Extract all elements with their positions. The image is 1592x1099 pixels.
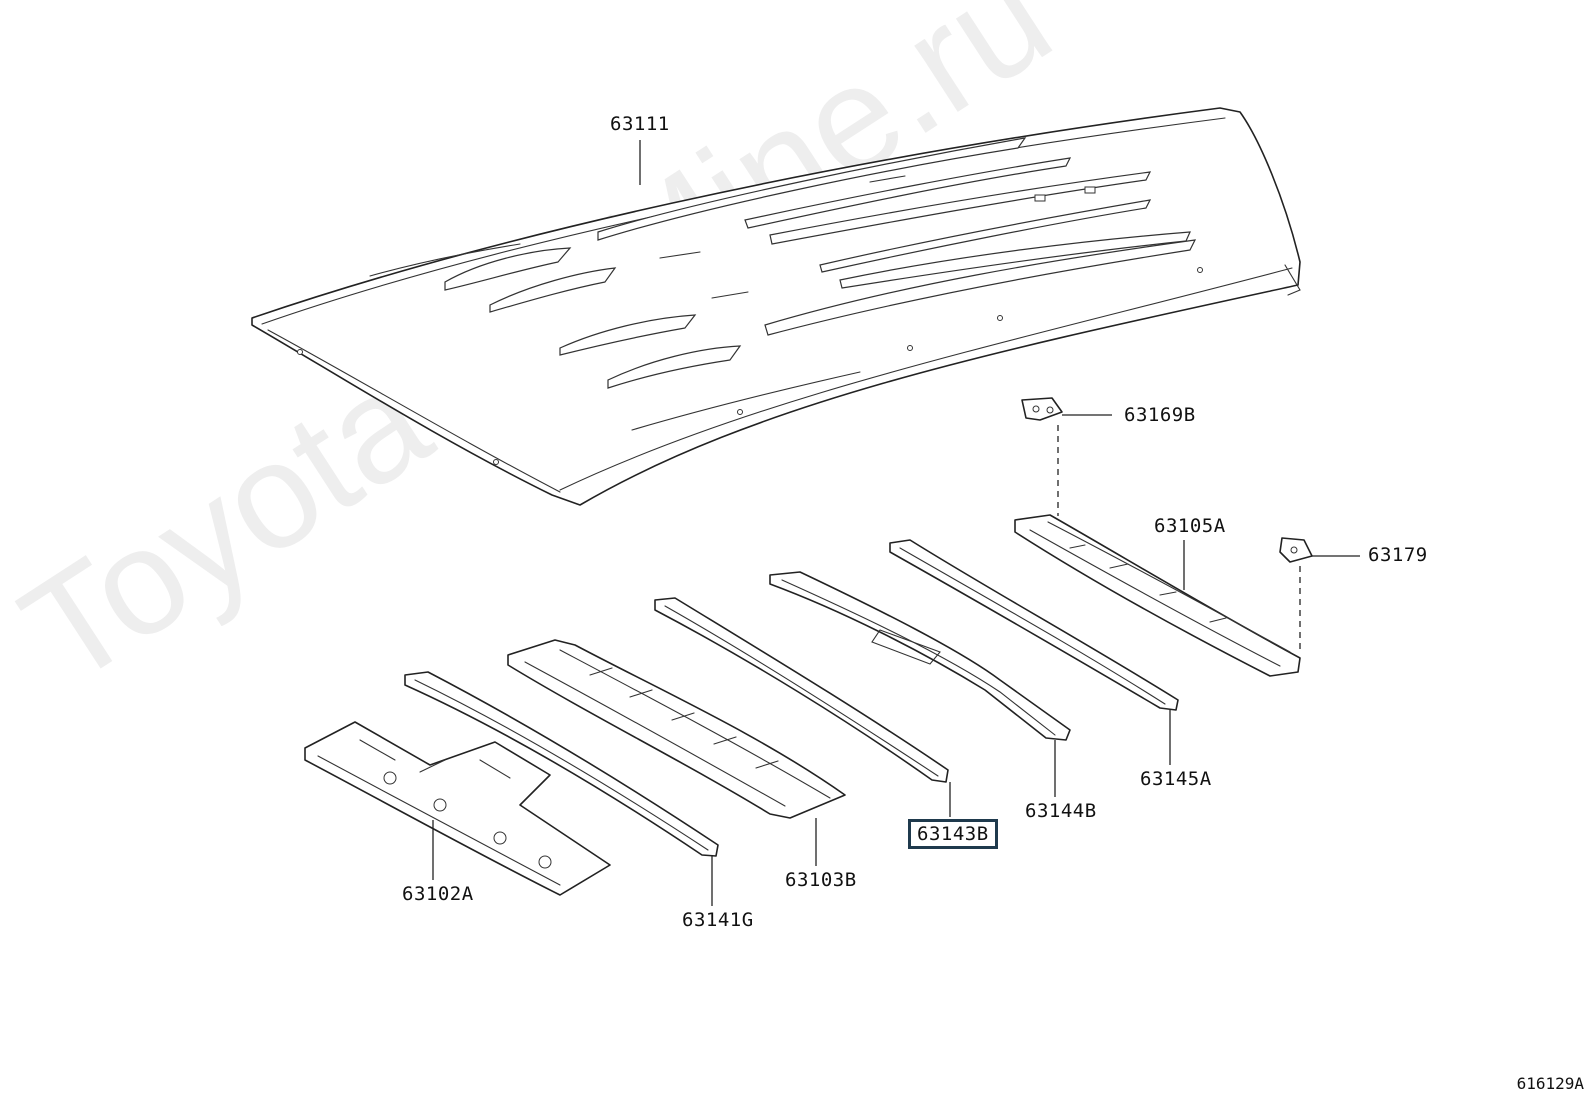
callout-roof-bow-63145a[interactable]: 63145A [1140,768,1212,790]
callout-roof-panel[interactable]: 63111 [610,113,670,135]
callout-rear-roof-header[interactable]: 63105A [1154,515,1226,537]
roof-bow-63144b-drawing[interactable] [769,571,1071,741]
roof-panel-drawing[interactable] [251,107,1301,506]
callout-roof-bow-63141g[interactable]: 63141G [682,909,754,931]
roof-pad-63179-drawing[interactable] [1279,537,1313,563]
roof-bow-63145a-drawing[interactable] [889,539,1179,711]
callout-roof-bow-63144b[interactable]: 63144B [1025,800,1097,822]
callout-roof-bow-63103b[interactable]: 63103B [785,869,857,891]
front-header-drawing[interactable] [304,721,611,896]
roof-bow-63141g-drawing[interactable] [404,671,719,857]
roof-bow-63143b-drawing[interactable] [654,597,949,783]
callout-roof-bow-63143b-highlighted[interactable]: 63143B [908,819,998,849]
rear-roof-header-drawing[interactable] [1014,514,1301,677]
callout-roof-pad-63169b[interactable]: 63169B [1124,404,1196,426]
callout-front-header[interactable]: 63102A [402,883,474,905]
diagram-id: 616129A [1516,1074,1584,1093]
roof-pad-63169b-drawing[interactable] [1021,397,1063,421]
callout-roof-pad-63179[interactable]: 63179 [1368,544,1428,566]
roof-bow-63103b-drawing[interactable] [507,639,846,819]
